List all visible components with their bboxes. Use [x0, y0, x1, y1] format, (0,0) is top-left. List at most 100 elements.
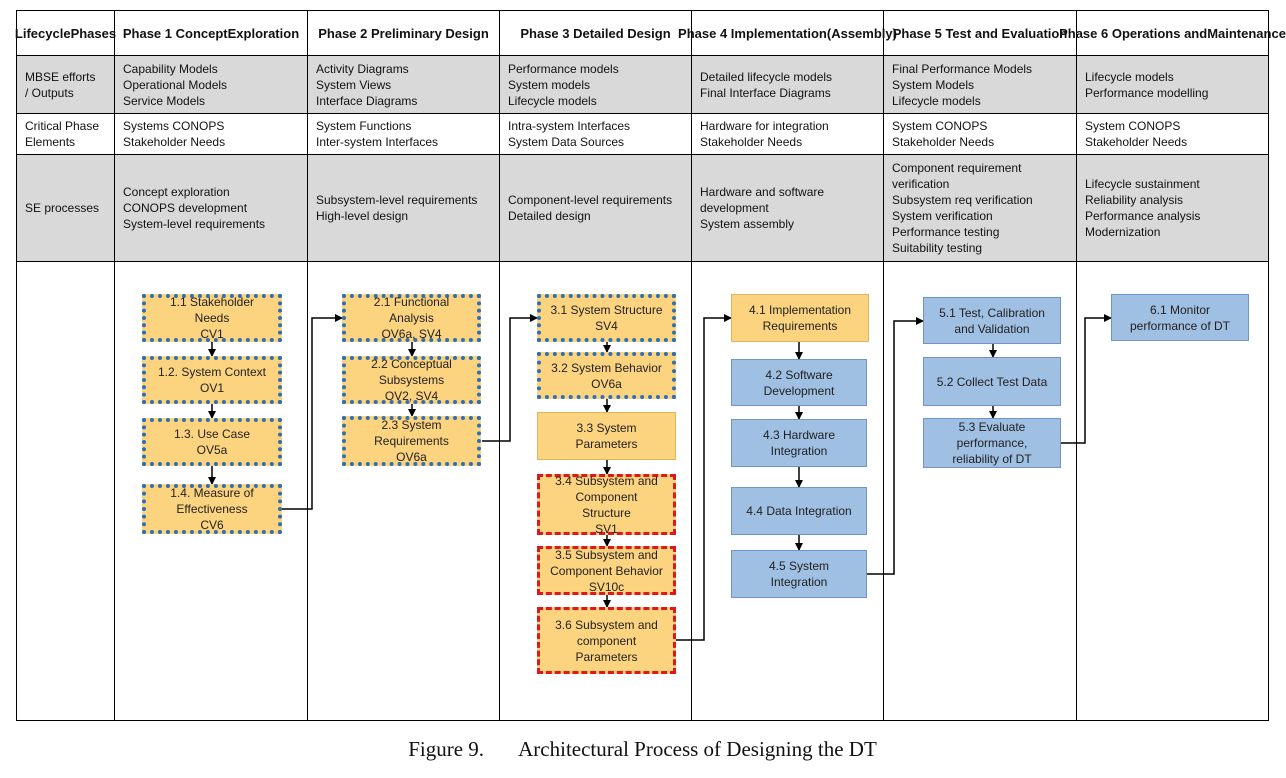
text-line: performance, [956, 436, 1028, 450]
text-line: Intra-system Interfaces [508, 119, 631, 133]
text-line: Requirements [762, 319, 838, 333]
text-line: Stakeholder Needs [892, 135, 995, 149]
text-line: OV6a [396, 450, 427, 464]
text-line: Parameters [575, 437, 638, 451]
text-line: OV1 [199, 381, 224, 395]
text-line: Requirements [374, 434, 449, 448]
text-line: Exploration [227, 25, 300, 41]
text-line: / Outputs [25, 85, 74, 100]
text-line: Lifecycle sustainment [1085, 177, 1200, 191]
text-line: Component Behavior [550, 563, 663, 578]
text-line: Phase 1 Concept [122, 25, 228, 41]
text-line: 1.4. Measure of [170, 486, 254, 500]
text-line: Component-level requirements [508, 193, 673, 207]
text-line: and Validation [954, 321, 1030, 336]
text-line: Stakeholder Needs [123, 135, 226, 149]
text-line: 6.1 Monitor [1149, 302, 1211, 317]
text-line: Inter-system Interfaces [316, 135, 439, 149]
text-line: Detailed design [508, 209, 591, 223]
text-line: 5.2 Collect Test Data [936, 374, 1048, 389]
row-label-mbse: MBSE efforts/ Outputs [17, 56, 115, 114]
text-line: System Models [892, 77, 975, 92]
critical-phase-6: System CONOPS Stakeholder Needs [1077, 114, 1268, 155]
text-line: 2.1 Functional [373, 295, 450, 309]
text-line: MBSE efforts [25, 69, 96, 84]
text-line: performance of DT [1129, 318, 1231, 333]
text-line: 5.3 Evaluate [958, 420, 1026, 434]
text-line: 1.1 Stakeholder [169, 295, 255, 309]
text-line: 3.1 System Structure [550, 303, 663, 317]
text-line: System-level requirements [123, 217, 266, 231]
text-line: Detailed lifecycle models [700, 69, 833, 84]
text-line: 3.6 Subsystem and [555, 617, 658, 632]
text-line: System models [508, 77, 591, 92]
text-line: High-level design [316, 209, 409, 223]
text-line: OV5a [196, 443, 228, 457]
text-line: Concept exploration [123, 185, 230, 199]
text-line: System CONOPS [1085, 119, 1181, 133]
text-line: Lifecycle models [508, 93, 597, 108]
text-line: System Views [316, 77, 392, 92]
text-line: Integration [770, 575, 828, 589]
text-line: Stakeholder Needs [700, 135, 803, 149]
text-line: Performance testing [892, 225, 1000, 239]
text-line: Parameters [575, 649, 638, 664]
text-line: 4.4 Data Integration [746, 504, 852, 518]
text-line: reliability of DT [952, 452, 1032, 466]
text-line: 4.5 System [768, 559, 830, 573]
text-line: CV1 [200, 327, 224, 341]
flow-col-phase-2 [308, 262, 500, 720]
text-line: Stakeholder Needs [1085, 135, 1188, 149]
text-line: Phase 6 Operations and [1059, 25, 1208, 41]
text-line: Subsystem-level requirements [316, 193, 478, 207]
text-line: Phases [70, 25, 117, 41]
text-line: Activity Diagrams [316, 61, 409, 76]
text-line: Subsystems [378, 373, 445, 387]
text-line: Hardware and software [700, 185, 825, 199]
text-line: Service Models [123, 93, 206, 108]
text-line: 2.3 System [381, 418, 442, 432]
text-line: Suitability testing [892, 241, 983, 255]
text-line: Performance models [508, 61, 619, 76]
text-line: (Assembly) [826, 25, 897, 41]
text-line: 4.3 Hardware [762, 428, 836, 442]
text-line: 4.2 Software [765, 367, 833, 382]
process-box-4-4: 4.4 Data Integration [731, 487, 867, 535]
text-line: 1.3. Use Case [173, 427, 251, 441]
text-line: 5.1 Test, Calibration [939, 305, 1045, 320]
text-line: Performance analysis [1085, 209, 1201, 223]
text-line: SV10c [588, 579, 625, 594]
text-line: Development [763, 383, 835, 398]
figure-caption: Figure 9. Architectural Process of Desig… [0, 737, 1285, 762]
text-line: Performance modelling [1085, 85, 1209, 100]
text-line: Phase 2 Preliminary Design [318, 25, 489, 41]
process-box-5-2: 5.2 Collect Test Data [923, 357, 1061, 406]
text-line: 3.5 Subsystem and [555, 547, 658, 562]
text-line: CONOPS development [123, 201, 248, 215]
text-line: 4.1 Implementation [748, 303, 852, 317]
header-phase-2: Phase 2 Preliminary Design [308, 11, 500, 56]
text-line: Final Interface Diagrams [700, 85, 831, 100]
